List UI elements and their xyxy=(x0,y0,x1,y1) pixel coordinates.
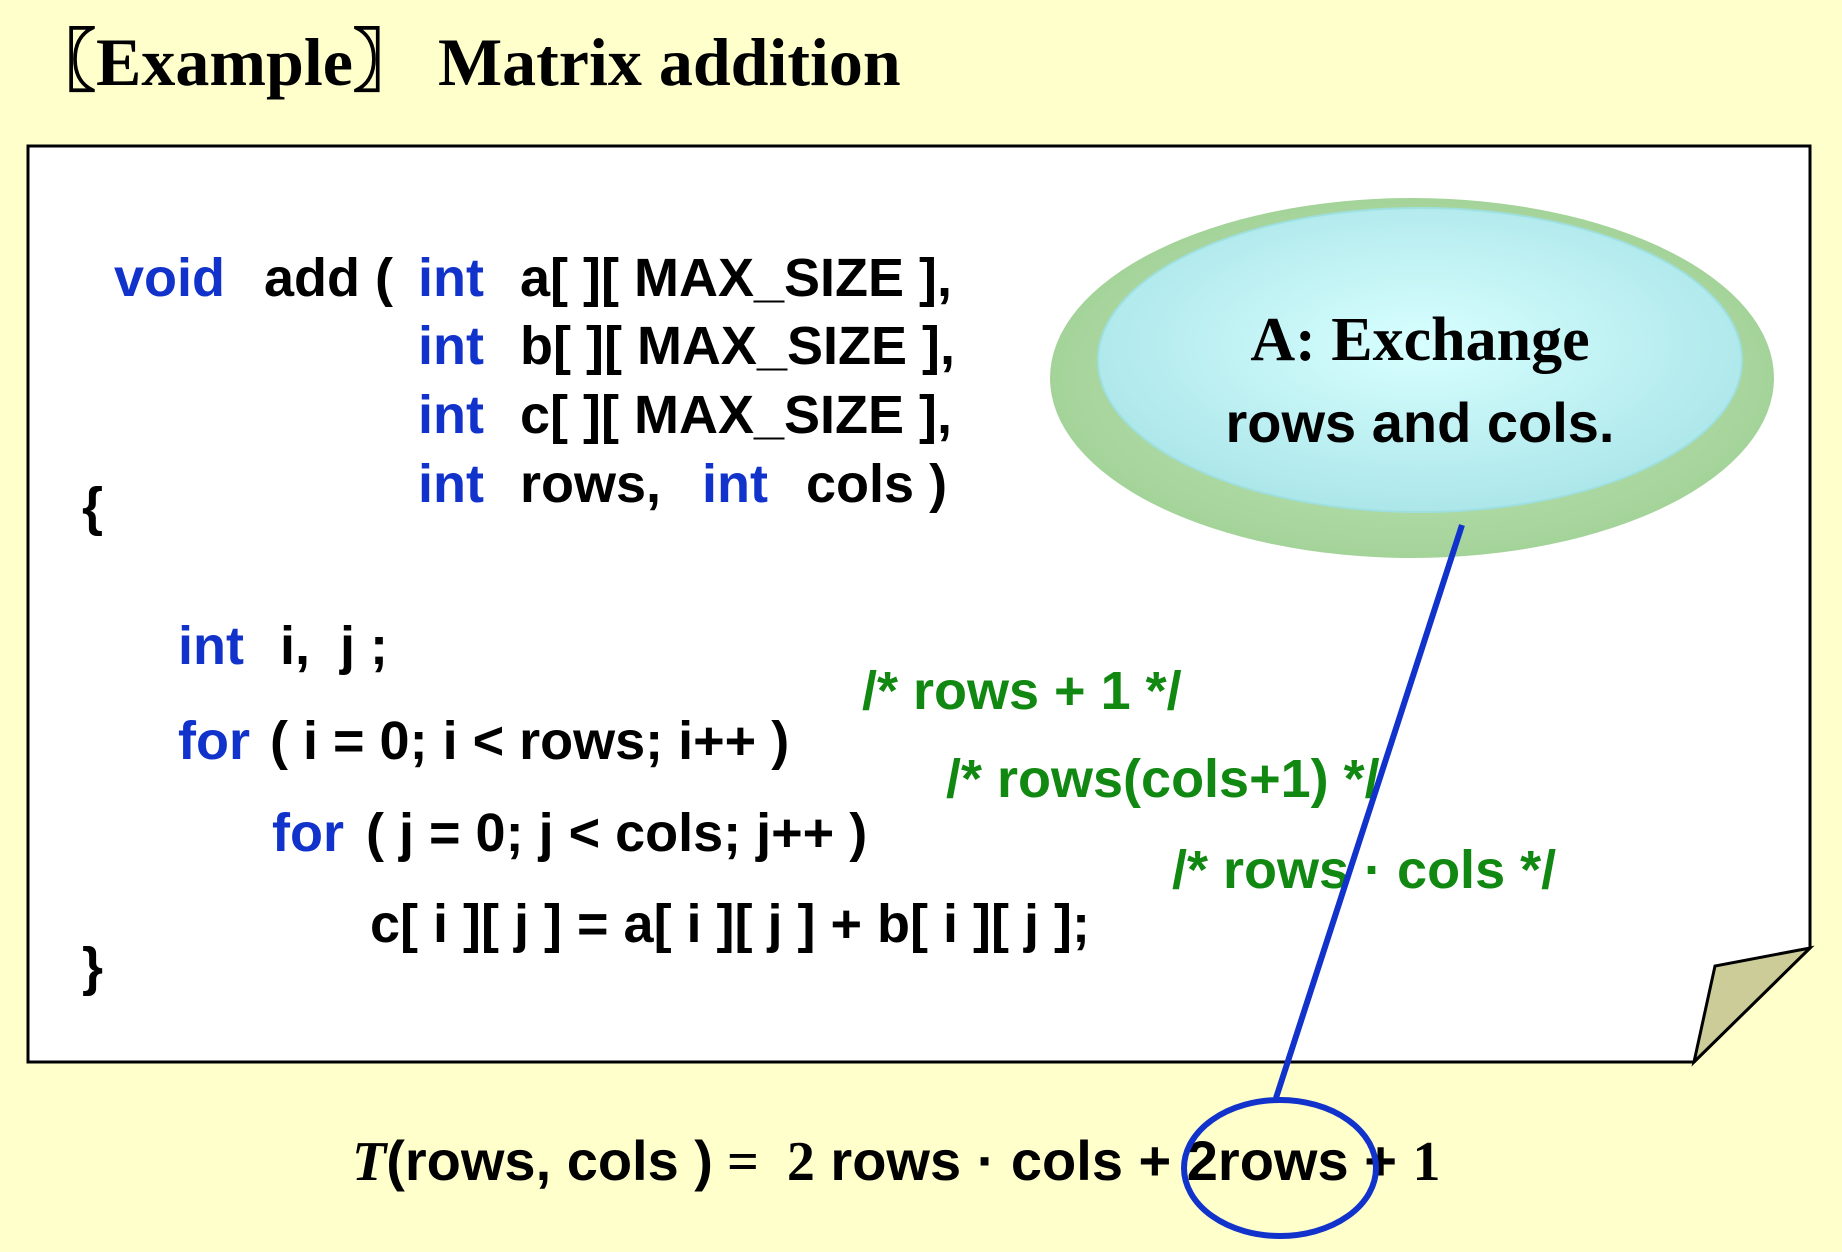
title-example: Example xyxy=(96,24,353,100)
formula-one: 1 xyxy=(1412,1131,1441,1193)
open-brace: { xyxy=(82,477,104,537)
slide-title: 〖Example〗 Matrix addition xyxy=(28,6,901,105)
code-param-rows: int xyxy=(388,403,484,511)
param-rows: rows, xyxy=(520,454,662,514)
highlight-circle xyxy=(1181,1097,1379,1239)
callout-line-2: rows and cols. xyxy=(1225,391,1615,454)
comment-assignment: /* rows · cols */ xyxy=(1172,840,1557,900)
code-line-1: void xyxy=(84,197,225,305)
formula-T: T xyxy=(352,1131,387,1193)
code-param-c-text: c[ ][ MAX_SIZE ], xyxy=(490,334,952,442)
inner-loop-header: ( j = 0; j < cols; j++ ) xyxy=(366,803,868,863)
keyword-int: int xyxy=(178,616,244,676)
code-inner-loop-text: ( j = 0; j < cols; j++ ) xyxy=(336,752,867,860)
comment-inner-loop: /* rows(cols+1) */ xyxy=(946,749,1380,809)
function-name: add ( xyxy=(264,248,394,308)
comment-outer-loop: /* rows + 1 */ xyxy=(862,661,1182,721)
code-param-a-text: a[ ][ MAX_SIZE ], xyxy=(490,197,952,305)
code-outer-loop-text: ( i = 0; i < rows; i++ ) xyxy=(240,660,789,768)
close-brace: } xyxy=(82,937,104,997)
keyword-int: int xyxy=(418,385,484,445)
formula-eq: = xyxy=(712,1131,787,1193)
code-assignment: c[ i ][ j ] = a[ i ][ j ] + b[ i ][ j ]; xyxy=(340,843,1090,951)
outer-loop-header: ( i = 0; i < rows; i++ ) xyxy=(270,711,790,771)
title-topic: Matrix addition xyxy=(437,24,901,100)
code-outer-loop: for xyxy=(148,660,250,768)
callout-line-1: A: Exchange xyxy=(1250,306,1590,374)
keyword-for: for xyxy=(272,803,344,863)
code-param-b-text: b[ ][ MAX_SIZE ], xyxy=(490,265,955,373)
decl-vars: i, j ; xyxy=(280,616,389,676)
code-line-1-name: add ( xyxy=(234,197,393,305)
code-param-c: int xyxy=(388,334,484,442)
keyword-for: for xyxy=(178,711,250,771)
code-param-cols: int xyxy=(672,403,768,511)
code-param-cols-text: cols ) xyxy=(776,403,947,511)
keyword-int: int xyxy=(418,316,484,376)
code-param-a: int xyxy=(388,197,484,305)
keyword-void: void xyxy=(114,248,226,308)
folded-corner-icon xyxy=(1691,945,1815,1067)
code-decl-line: int xyxy=(148,565,244,673)
formula-two: 2 xyxy=(786,1131,815,1193)
title-close-bracket: 〗 xyxy=(352,24,421,100)
callout-pointer-line xyxy=(1273,524,1465,1099)
code-param-b: int xyxy=(388,265,484,373)
param-c: c[ ][ MAX_SIZE ], xyxy=(520,385,953,445)
assignment-statement: c[ i ][ j ] = a[ i ][ j ] + b[ i ][ j ]; xyxy=(370,894,1090,954)
complexity-formula: T(rows, cols ) = 2 rows · cols + 2rows +… xyxy=(352,1128,1440,1194)
callout-inner-ellipse xyxy=(1097,207,1743,513)
formula-term2: 2rows xyxy=(1186,1129,1349,1192)
code-inner-loop: for xyxy=(242,752,344,860)
param-cols: cols ) xyxy=(806,454,948,514)
keyword-int: int xyxy=(418,248,484,308)
code-decl-text: i, j ; xyxy=(250,565,388,673)
callout-text: A: Exchange rows and cols. xyxy=(1170,305,1670,455)
code-param-rows-text: rows, xyxy=(490,403,661,511)
keyword-int: int xyxy=(702,454,768,514)
keyword-int: int xyxy=(418,454,484,514)
formula-term1: rows · cols + xyxy=(814,1129,1187,1192)
param-b: b[ ][ MAX_SIZE ], xyxy=(520,316,955,376)
param-a: a[ ][ MAX_SIZE ], xyxy=(520,248,953,308)
formula-args: (rows, cols ) xyxy=(386,1129,713,1192)
title-open-bracket: 〖 xyxy=(28,24,97,100)
